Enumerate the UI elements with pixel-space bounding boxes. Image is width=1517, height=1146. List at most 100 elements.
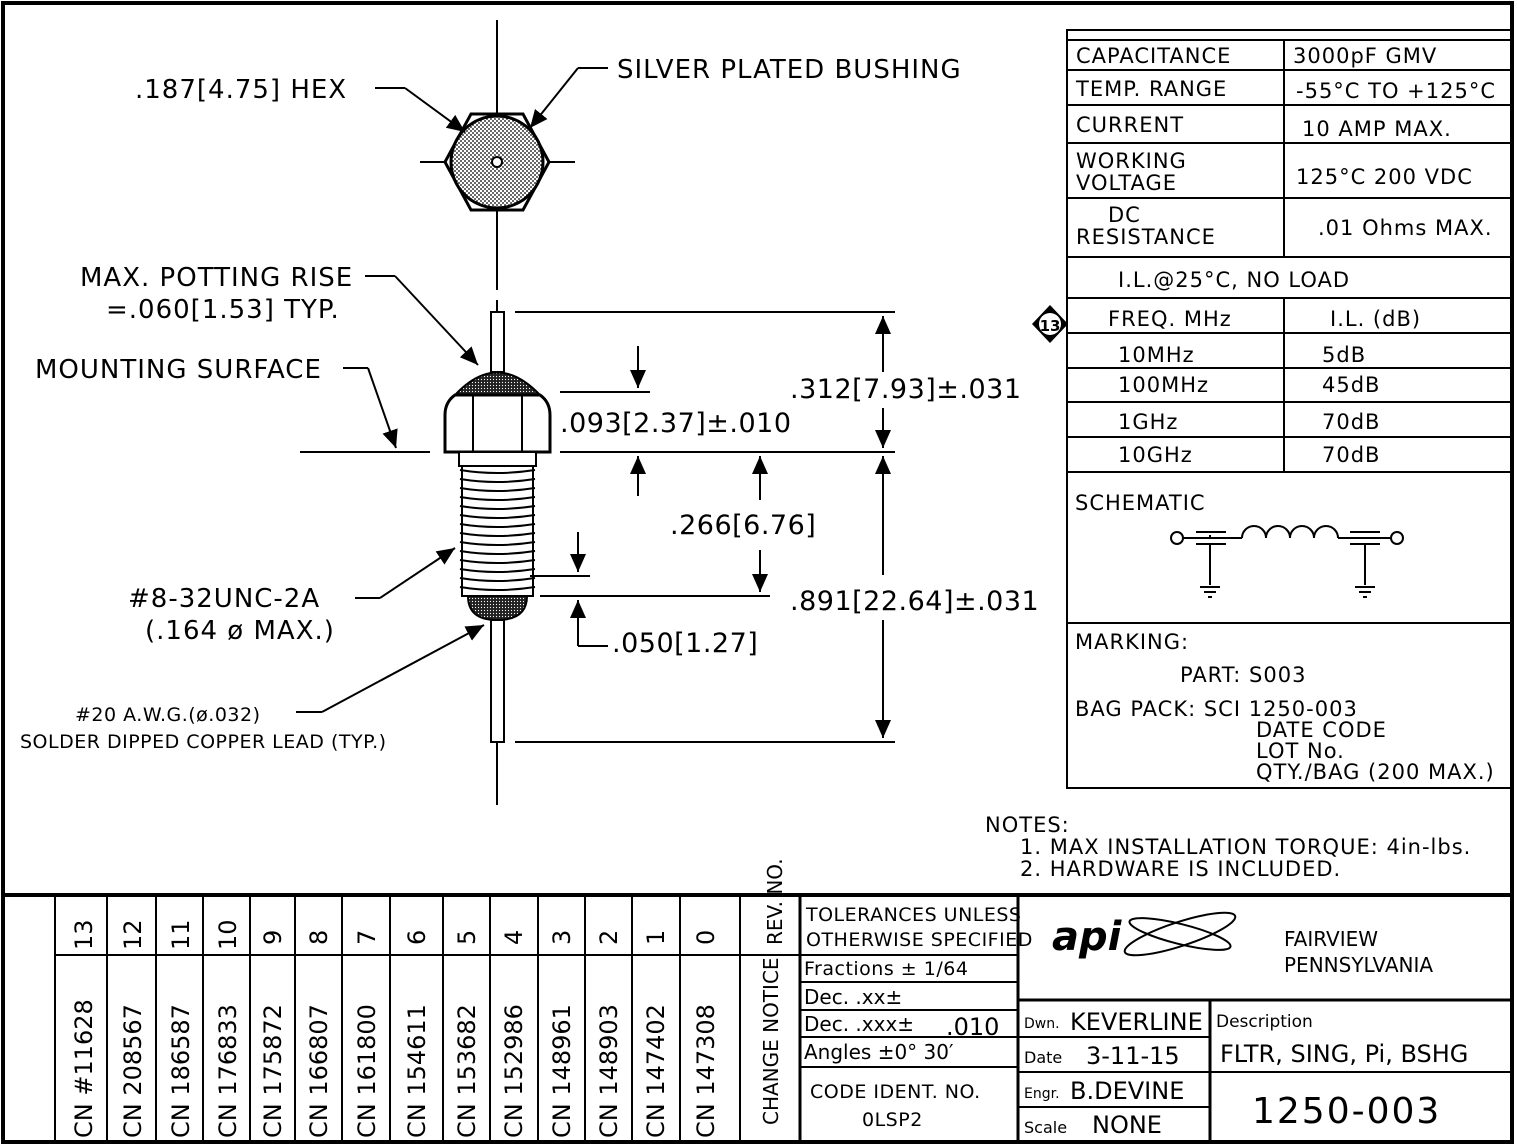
mounting-surface-label: MOUNTING SURFACE	[35, 355, 322, 385]
dim-891: .891[22.64]±.031	[790, 586, 1039, 617]
thread-ridge	[459, 559, 536, 564]
il-title: I.L.@25°C, NO LOAD	[1118, 268, 1350, 292]
thread-ridge	[459, 478, 536, 483]
rev-2: 2	[595, 930, 623, 945]
cn-3: CN 148961	[548, 1004, 576, 1138]
title-block-lines	[3, 893, 1512, 1142]
thread-ridge	[459, 523, 536, 528]
resistance-line-1: DC	[1108, 203, 1141, 227]
thread-ridge	[459, 487, 536, 492]
il-freq-4: 10GHz	[1118, 443, 1193, 467]
engineer-label: Engr.	[1024, 1086, 1060, 1102]
il-freq-2: 100MHz	[1118, 373, 1209, 397]
marking-title: MARKING:	[1075, 630, 1189, 654]
rev-12: 12	[119, 919, 147, 950]
rev-8: 8	[305, 930, 333, 945]
hex-body	[443, 393, 552, 454]
rev-9: 9	[259, 930, 287, 945]
rev-7: 7	[353, 930, 381, 945]
thread-label-2: (.164 ø MAX.)	[145, 616, 335, 646]
marking-lot: LOT No.	[1256, 739, 1345, 763]
dim-266: .266[6.76]	[670, 510, 816, 541]
thread-ridge	[459, 586, 536, 591]
voltage-line-1: WORKING	[1076, 149, 1187, 173]
top-view	[375, 20, 608, 290]
bushing-label: SILVER PLATED BUSHING	[617, 55, 962, 85]
cn-5: CN 153682	[453, 1004, 481, 1138]
marking-date-code: DATE CODE	[1256, 718, 1387, 742]
side-view	[300, 300, 552, 805]
rev-10: 10	[214, 919, 242, 950]
thread-ridge	[459, 496, 536, 501]
company-state: PENNSYLVANIA	[1284, 953, 1433, 977]
tolerance-dec3: Dec. .xxx±	[804, 1012, 914, 1036]
note-1: 1. MAX INSTALLATION TORQUE: 4in-lbs.	[1020, 835, 1471, 859]
thread-ridge	[459, 550, 536, 555]
thread-ridge	[459, 532, 536, 537]
spec-table	[1066, 29, 1513, 789]
potting-dome	[452, 371, 543, 396]
pi-filter-schematic	[1170, 525, 1404, 598]
dim-312: .312[7.93]±.031	[790, 374, 1022, 405]
spec-label-capacitance: CAPACITANCE	[1076, 44, 1231, 68]
il-col-freq: FREQ. MHz	[1108, 307, 1232, 331]
cn-4: CN 152986	[500, 1004, 528, 1138]
tolerance-dec2: Dec. .xx±	[804, 985, 902, 1009]
voltage-line-2: VOLTAGE	[1076, 171, 1177, 195]
bottom-potting	[466, 595, 529, 622]
thread-ridge	[459, 469, 536, 474]
cn-11: CN 186587	[167, 1004, 195, 1138]
spec-label-current: CURRENT	[1076, 113, 1184, 137]
il-loss-3: 70dB	[1322, 410, 1380, 434]
cn-0: CN 147308	[692, 1004, 720, 1138]
marking-qty: QTY./BAG (200 MAX.)	[1256, 760, 1495, 784]
il-loss-2: 45dB	[1322, 373, 1380, 397]
rev-5: 5	[453, 930, 481, 945]
lead-label-1: #20 A.W.G.(ø.032)	[75, 704, 261, 726]
svg-text:13: 13	[1040, 317, 1061, 335]
cn-7: CN 161800	[353, 1004, 381, 1138]
dim-093: .093[2.37]±.010	[560, 408, 792, 439]
cn-8: CN 166807	[305, 1004, 333, 1138]
company-logo: api	[1052, 914, 1123, 960]
copper-lead	[490, 619, 505, 743]
spec-value-capacitance: 3000pF GMV	[1293, 44, 1437, 68]
marking-bag: BAG PACK: SCI 1250-003	[1075, 697, 1358, 721]
change-notice-header: CHANGE NOTICE	[759, 957, 783, 1125]
engineer: B.DEVINE	[1070, 1077, 1184, 1105]
description-label: Description	[1216, 1012, 1313, 1032]
il-loss-4: 70dB	[1322, 443, 1380, 467]
revision-table: 13 12 11 10 9 8 7 6 5 4 3 2 1 0 REV. NO.…	[70, 858, 787, 1138]
spec-label-temp: TEMP. RANGE	[1075, 77, 1227, 101]
rev-header: REV. NO.	[763, 858, 787, 945]
dimension-lines	[296, 275, 895, 743]
drawn-by: KEVERLINE	[1070, 1008, 1203, 1036]
hex-label: .187[4.75] HEX	[135, 75, 347, 105]
il-freq-1: 10MHz	[1118, 343, 1195, 367]
drawn-by-label: Dwn.	[1024, 1016, 1060, 1032]
drawing-date: 3-11-15	[1086, 1042, 1180, 1070]
scale-value: NONE	[1092, 1111, 1162, 1139]
rev-13: 13	[70, 919, 98, 950]
date-label: Date	[1024, 1048, 1062, 1067]
rev-11: 11	[167, 919, 195, 950]
il-col-loss: I.L. (dB)	[1330, 307, 1421, 331]
thread-body	[459, 465, 536, 597]
rev-0: 0	[692, 930, 720, 945]
company-city: FAIRVIEW	[1284, 927, 1378, 951]
cn-9: CN 175872	[259, 1004, 287, 1138]
cn-12: CN 208567	[119, 1004, 147, 1138]
description: FLTR, SING, Pi, BSHG	[1220, 1040, 1468, 1068]
code-ident-title: CODE IDENT. NO.	[810, 1081, 981, 1103]
cn-2: CN 148903	[595, 1004, 623, 1138]
cn-13: CN #11628	[70, 999, 98, 1138]
schematic-label: SCHEMATIC	[1075, 491, 1206, 515]
potting-label-1: MAX. POTTING RISE	[80, 263, 353, 293]
marking-part: PART: S003	[1180, 663, 1306, 687]
tolerance-fractions: Fractions ± 1/64	[804, 958, 968, 980]
resistance-line-2: RESISTANCE	[1076, 225, 1216, 249]
spec-value-resistance: .01 Ohms MAX.	[1318, 216, 1493, 240]
thread-ridge	[459, 505, 536, 510]
